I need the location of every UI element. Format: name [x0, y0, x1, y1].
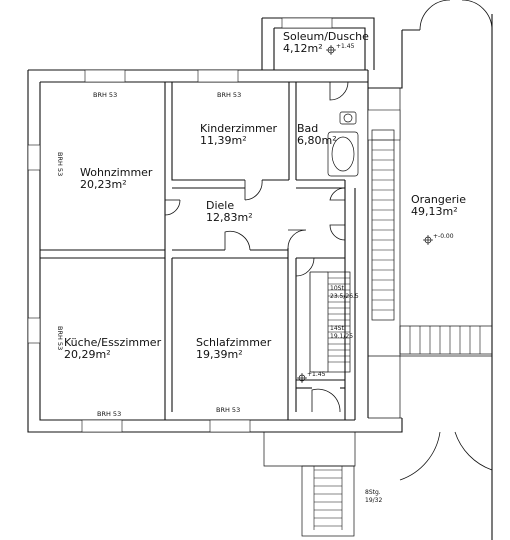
window-label-living-side: BRH 53 [56, 152, 64, 176]
kitchen-name: Küche/Esszimmer [64, 336, 162, 349]
window-label-bedroom: BRH 53 [216, 406, 240, 414]
upper-stair-dim: 23.5/26.5 [330, 293, 359, 300]
lower-stair-count: 14St. [330, 325, 346, 332]
lower-stair-dim: 19.1/25 [330, 333, 353, 340]
interior-walls [40, 82, 356, 420]
bath-area: 6,80m² [297, 134, 337, 147]
bath-fixtures [327, 111, 359, 177]
window-label-kitchen: BRH 53 [97, 410, 121, 418]
upper-stair-count: 10St. [330, 285, 346, 292]
solarium-level: +1.45 [336, 43, 355, 50]
children-name: Kinderzimmer [200, 122, 278, 135]
kitchen-area: 20,29m² [64, 348, 111, 361]
windows [27, 17, 401, 433]
window-label-living: BRH 53 [93, 91, 117, 99]
orangery-level: +-0.00 [433, 233, 454, 240]
living-name: Wohnzimmer [80, 166, 153, 179]
stairwell-level: +1.45 [307, 371, 326, 378]
stair-labels: 10St. 23.5/26.5 14St. 19.1/25 8Stg. 19/3… [330, 285, 382, 504]
internal-stair [309, 271, 351, 373]
orangery-name: Orangerie [411, 193, 466, 206]
living-area: 20,23m² [80, 178, 127, 191]
bedroom-area: 19,39m² [196, 348, 243, 361]
hall-area: 12,83m² [206, 211, 253, 224]
window-label-kitchen-side: BRH 53 [56, 326, 64, 350]
outside-stair-count: 8Stg. [365, 489, 381, 496]
children-area: 11,39m² [200, 134, 247, 147]
outer-walls [27, 14, 493, 540]
doors [164, 0, 493, 481]
room-labels: Soleum/Dusche 4,12m² +1.45 Wohnzimmer 20… [64, 30, 466, 378]
level-markers [297, 45, 433, 383]
window-label-children: BRH 53 [217, 91, 241, 99]
solarium-name: Soleum/Dusche [283, 30, 369, 43]
orangery-area: 49,13m² [411, 205, 458, 218]
outside-stair-dim: 19/32 [365, 497, 382, 504]
orangery-stairs [368, 129, 493, 357]
bedroom-name: Schlafzimmer [196, 336, 272, 349]
window-labels: BRH 53 BRH 53 BRH 53 BRH 53 BRH 53 BRH 5… [56, 91, 241, 418]
solarium-area: 4,12m² [283, 42, 323, 55]
outside-stairs [263, 432, 356, 537]
bath-name: Bad [297, 122, 318, 135]
hall-name: Diele [206, 199, 234, 212]
